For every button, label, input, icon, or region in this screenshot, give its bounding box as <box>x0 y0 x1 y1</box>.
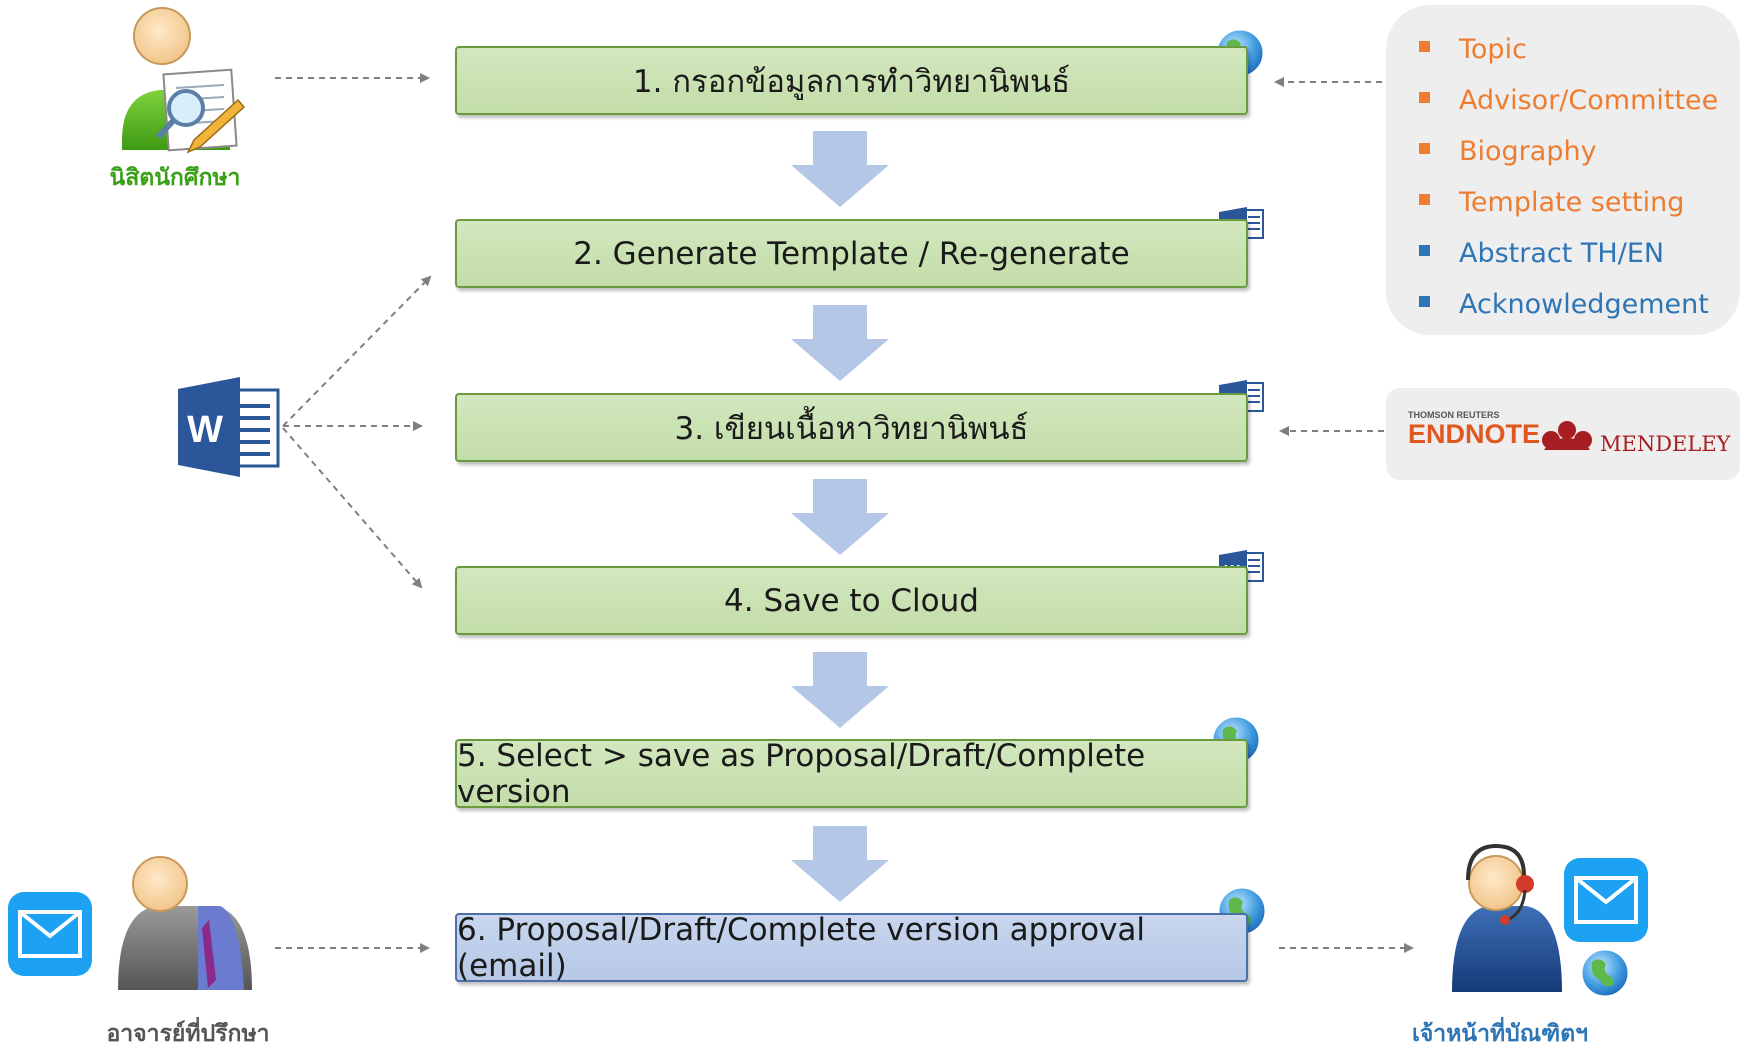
reference-tools-panel: THOMSON REUTERS ENDNOTE MENDELEY <box>1386 388 1740 480</box>
flow-arrow <box>791 652 889 728</box>
flow-arrow <box>791 479 889 555</box>
word-document-icon: W <box>178 377 280 477</box>
flow-arrow <box>791 826 889 902</box>
globe-icon <box>1579 947 1631 999</box>
flow-arrow <box>791 131 889 207</box>
endnote-wordmark: ENDNOTE <box>1408 419 1541 449</box>
mendeley-wordmark: MENDELEY <box>1600 432 1731 456</box>
info-list-item: Acknowledgement <box>1419 282 1718 333</box>
step-6-box: 6. Proposal/Draft/Complete version appro… <box>455 912 1248 984</box>
envelope-icon <box>1564 858 1648 942</box>
endnote-publisher: THOMSON REUTERS <box>1408 410 1500 420</box>
step-3-box: 3. เขียนเนื้อหาวิทยานิพนธ์ <box>455 393 1248 462</box>
step-5-box: 5. Select > save as Proposal/Draft/Compl… <box>455 738 1248 810</box>
svg-text:W: W <box>187 409 223 451</box>
info-list-item: Template setting <box>1419 180 1718 231</box>
advisor-icon <box>118 856 252 990</box>
student-label: นิสิตนักศึกษา <box>109 165 241 191</box>
advisor-label: อาจารย์ที่ปรึกษา <box>106 1021 270 1047</box>
dashed-arrow <box>282 427 423 589</box>
mendeley-icon <box>1542 421 1592 450</box>
endnote-logo: THOMSON REUTERS ENDNOTE <box>1408 410 1540 448</box>
staff-icon <box>1452 843 1562 992</box>
staff-label: เจ้าหน้าที่บัณฑิตฯ <box>1411 1021 1589 1047</box>
info-list-item: Advisor/Committee <box>1419 78 1718 129</box>
step-4-box: 4. Save to Cloud <box>455 566 1248 635</box>
envelope-icon <box>8 892 92 976</box>
info-list-panel: Topic Advisor/Committee Biography Templa… <box>1386 5 1740 335</box>
info-list-item: Biography <box>1419 129 1718 180</box>
step-1-box: 1. กรอกข้อมูลการทำวิทยานิพนธ์ <box>455 46 1248 115</box>
info-list-item: Abstract TH/EN <box>1419 231 1718 282</box>
flow-arrow <box>791 305 889 381</box>
step-2-box: 2. Generate Template / Re-generate <box>455 219 1248 288</box>
student-icon <box>122 7 246 154</box>
info-list-item: Topic <box>1419 27 1718 78</box>
dashed-arrow <box>282 275 432 427</box>
